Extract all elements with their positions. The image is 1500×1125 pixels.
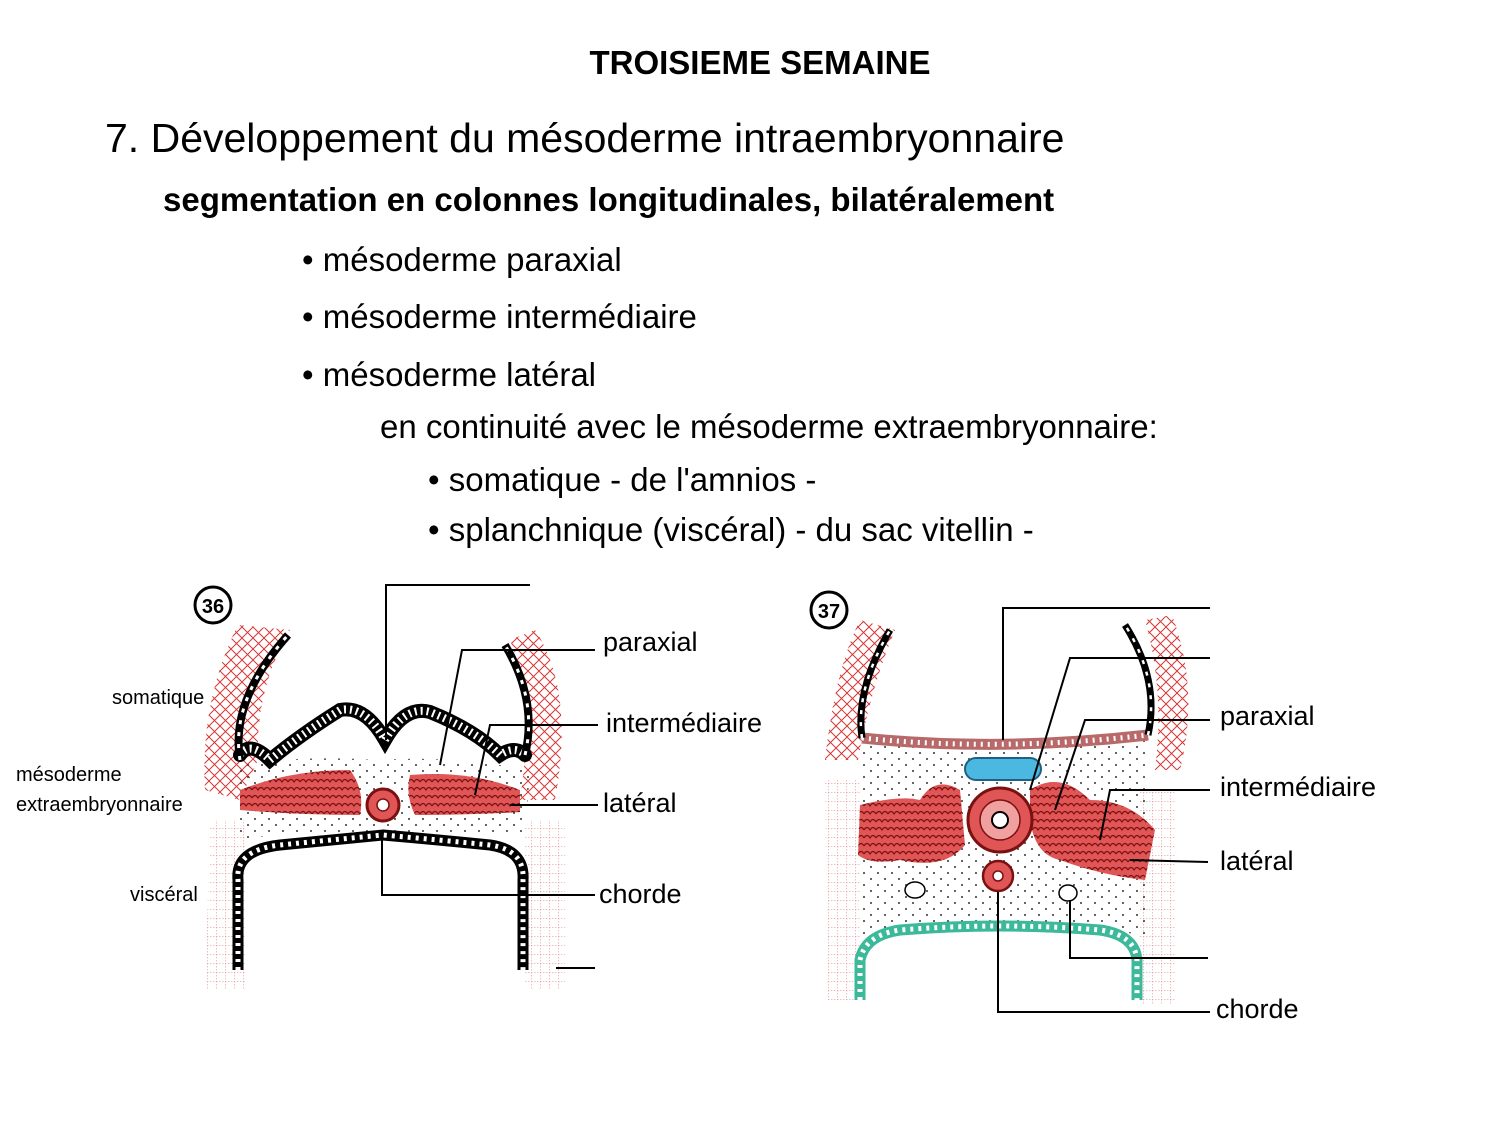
fig36-label-visceral: viscéral bbox=[130, 884, 198, 906]
fig36-mesoderm-left bbox=[240, 770, 362, 815]
fig37-number-badge: 37 bbox=[809, 590, 849, 630]
fig36-yolk-mesoderm-right bbox=[525, 820, 565, 990]
fig37-label-paraxial: paraxial bbox=[1220, 701, 1315, 731]
fig36-label-paraxial: paraxial bbox=[603, 627, 698, 657]
fig37-label-chorde: chorde bbox=[1216, 994, 1299, 1024]
continuity-text: en continuité avec le mésoderme extraemb… bbox=[380, 408, 1158, 445]
bullet-paraxial: • mésoderme paraxial bbox=[302, 241, 622, 278]
fig37-label-lateral: latéral bbox=[1220, 846, 1294, 876]
fig37-neural-plate bbox=[964, 757, 1042, 781]
fig36-label-chorde: chorde bbox=[599, 879, 682, 909]
fig37-amnion-mesoderm-right bbox=[1145, 615, 1189, 770]
fig36-amnion-right bbox=[501, 642, 533, 756]
fig36-label-lateral: latéral bbox=[603, 788, 677, 818]
fig37-mesoderm-right bbox=[1030, 782, 1155, 880]
fig36-label-somatique: somatique bbox=[112, 687, 205, 709]
fig36-amnion-mesoderm-left bbox=[204, 625, 290, 800]
fig36-number: 36 bbox=[202, 596, 224, 618]
bullet-intermediaire: • mésoderme intermédiaire bbox=[302, 298, 697, 335]
fig37-yolk-mesoderm-left bbox=[825, 780, 860, 1000]
fig37-amnion-right bbox=[1122, 623, 1155, 736]
figure-36: 36 bbox=[193, 584, 598, 990]
fig37-leader-lines bbox=[997, 607, 1210, 1013]
fig37-vessel-right bbox=[1058, 884, 1078, 902]
fig36-label-mesoderme: mésoderme bbox=[16, 764, 122, 786]
slide-heading: 7. Développement du mésoderme intraembry… bbox=[105, 115, 1065, 161]
fig36-leader-lines bbox=[381, 584, 598, 969]
fig36-number-badge: 36 bbox=[193, 585, 233, 625]
fig36-label-extraembryonnaire: extraembryonnaire bbox=[16, 794, 183, 816]
sub-bullet-splanchnique: • splanchnique (viscéral) - du sac vitel… bbox=[428, 511, 1034, 548]
slide-title: TROISIEME SEMAINE bbox=[589, 44, 931, 81]
bullet-lateral: • mésoderme latéral bbox=[302, 356, 597, 393]
fig36-label-intermediaire: intermédiaire bbox=[606, 708, 763, 738]
fig37-mesoderm-left bbox=[858, 784, 965, 863]
figure-37: 37 bbox=[809, 590, 1210, 1013]
fig37-vessel-left bbox=[904, 881, 926, 899]
sub-bullet-somatique: • somatique - de l'amnios - bbox=[428, 461, 817, 498]
fig37-label-intermediaire: intermédiaire bbox=[1220, 772, 1377, 802]
fig36-mesoderm-right bbox=[408, 774, 520, 815]
fig37-number: 37 bbox=[818, 601, 840, 623]
slide-subheading: segmentation en colonnes longitudinales,… bbox=[163, 181, 1055, 218]
fig36-endoderm bbox=[232, 829, 529, 970]
